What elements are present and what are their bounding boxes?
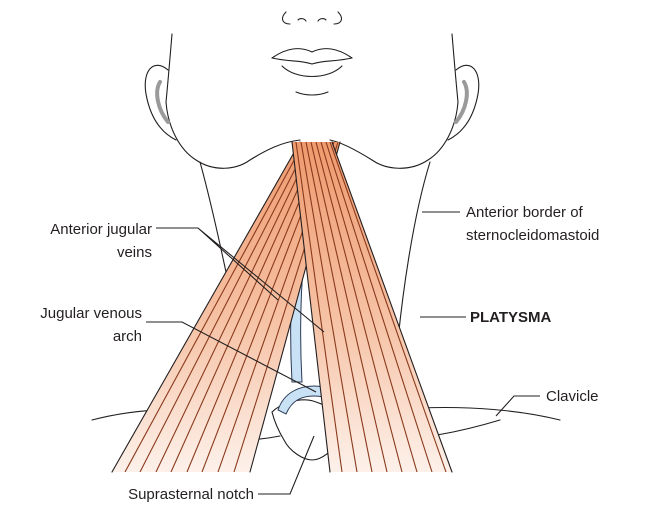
label-platysma: PLATYSMA (470, 309, 552, 326)
label-anterior-jugular-veins-2: veins (117, 244, 152, 261)
leader-suprasternal-notch (258, 436, 314, 494)
platysma-right-band (292, 142, 452, 472)
left-face-contour (166, 34, 300, 168)
left-ear (145, 65, 176, 140)
right-neck-side (398, 162, 430, 340)
left-nostril (283, 12, 290, 24)
lip-line (272, 58, 352, 64)
right-face-contour (330, 34, 458, 168)
upper-lip (272, 49, 352, 58)
label-jugular-venous-arch-1: Jugular venous (40, 305, 142, 322)
label-suprasternal-notch: Suprasternal notch (128, 486, 254, 503)
right-ear (448, 65, 479, 140)
label-clavicle: Clavicle (546, 388, 599, 405)
label-anterior-border-1: Anterior border of (466, 204, 584, 221)
chin-crease (296, 92, 328, 95)
nose-dot-left (298, 19, 306, 21)
right-nostril (334, 12, 341, 24)
right-shoulder-line (420, 408, 560, 421)
leader-clavicle (496, 396, 540, 416)
label-jugular-venous-arch-2: arch (113, 328, 142, 345)
label-anterior-border-2: sternocleidomastoid (466, 227, 599, 244)
nose-dot-right (318, 19, 326, 21)
label-anterior-jugular-veins-1: Anterior jugular (50, 221, 152, 238)
lower-lip (282, 66, 342, 77)
